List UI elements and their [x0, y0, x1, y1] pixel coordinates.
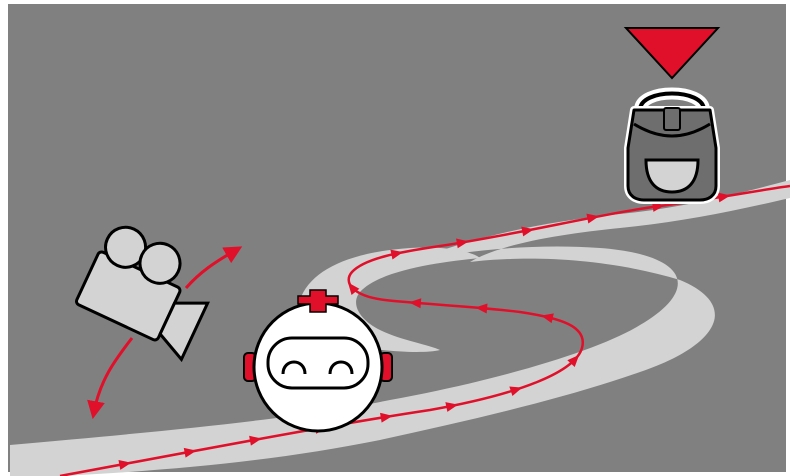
backpack-icon [628, 94, 716, 201]
